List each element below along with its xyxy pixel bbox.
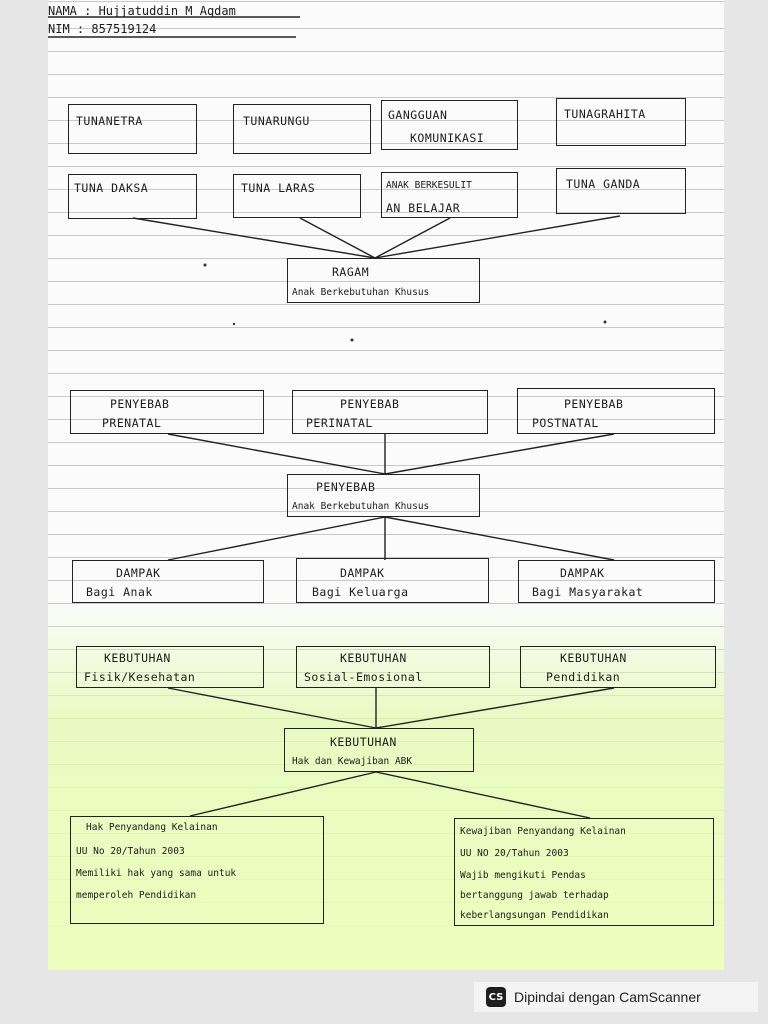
box-kebutuhan-hak-kewajiban [284,728,474,772]
label-kebutuhan-2: KEBUTUHAN [340,651,407,665]
box-ragam-abk [287,258,480,303]
label-bagi-anak: Bagi Anak [86,585,153,599]
label-penyebab-sub: Anak Berkebutuhan Khusus [292,501,430,512]
hak-line-1: Hak Penyandang Kelainan [86,822,218,833]
label-tuna-daksa: TUNA DAKSA [74,181,149,195]
box-tunagrahita [556,98,686,146]
box-tuna-laras [233,174,361,218]
notebook-page: NAMA : Hujjatuddin M Aqdam NIM : 8575191… [48,0,724,970]
box-kebutuhan-sosial [296,646,490,688]
label-bagi-keluarga: Bagi Keluarga [312,585,409,599]
label-dampak-2: DAMPAK [340,566,385,580]
label-ragam: RAGAM [332,265,370,279]
label-penyebab-center: PENYEBAB [316,480,376,494]
kewajiban-line-2: UU NO 20/Tahun 2003 [460,848,569,859]
kewajiban-line-5: keberlangsungan Pendidikan [460,910,609,921]
label-bagi-masyarakat: Bagi Masyarakat [532,585,644,599]
label-tunagrahita: TUNAGRAHITA [564,107,646,121]
kewajiban-line-1: Kewajiban Penyandang Kelainan [460,826,626,837]
label-tunarungu: TUNARUNGU [243,114,310,128]
camscanner-logo-icon: CS [486,987,506,1007]
box-dampak-keluarga [296,558,489,603]
box-penyebab-prenatal [70,390,264,434]
label-postnatal: POSTNATAL [532,416,599,430]
box-kebutuhan-fisik [76,646,264,688]
label-anak-berkesulit: ANAK BERKESULIT [386,180,472,191]
student-nim: NIM : 857519124 [48,22,157,36]
box-hak-penyandang [70,816,324,924]
box-kesulitan-belajar [381,172,518,218]
label-kebutuhan-1: KEBUTUHAN [104,651,171,665]
label-an-belajar: AN BELAJAR [386,201,461,215]
label-tuna-ganda: TUNA GANDA [566,177,641,191]
label-fisik-kesehatan: Fisik/Kesehatan [84,670,196,684]
box-tuna-daksa [68,174,197,219]
label-dampak-1: DAMPAK [116,566,161,580]
box-dampak-anak [72,560,264,603]
label-dampak-3: DAMPAK [560,566,605,580]
label-kebutuhan-center: KEBUTUHAN [330,735,397,749]
box-penyebab-abk [287,474,480,517]
label-penyebab-1: PENYEBAB [110,397,170,411]
camscanner-text: Dipindai dengan CamScanner [514,989,701,1005]
box-tunanetra [68,104,197,154]
label-perinatal: PERINATAL [306,416,373,430]
hak-line-3: Memiliki hak yang sama untuk [76,868,237,879]
label-ragam-sub: Anak Berkebutuhan Khusus [292,287,430,298]
box-dampak-masyarakat [518,560,715,603]
label-tuna-laras: TUNA LARAS [241,181,316,195]
label-penyebab-3: PENYEBAB [564,397,624,411]
label-tunanetra: TUNANETRA [76,114,143,128]
label-komunikasi: KOMUNIKASI [410,131,485,145]
label-sosial-emosional: Sosial-Emosional [304,670,423,684]
box-penyebab-postnatal [517,388,715,434]
box-penyebab-perinatal [292,390,488,434]
box-kebutuhan-pendidikan [520,646,716,688]
student-name: NAMA : Hujjatuddin M Aqdam [48,4,236,18]
box-gangguan-komunikasi [381,100,518,150]
kewajiban-line-4: bertanggung jawab terhadap [460,890,609,901]
label-pendidikan: Pendidikan [546,670,621,684]
box-kewajiban-penyandang [454,818,714,926]
label-prenatal: PRENATAL [102,416,162,430]
hak-line-2: UU No 20/Tahun 2003 [76,846,185,857]
kewajiban-line-3: Wajib mengikuti Pendas [460,870,586,881]
label-kebutuhan-3: KEBUTUHAN [560,651,627,665]
camscanner-watermark: CS Dipindai dengan CamScanner [474,982,758,1012]
label-gangguan: GANGGUAN [388,108,448,122]
label-penyebab-2: PENYEBAB [340,397,400,411]
box-tuna-ganda [556,168,686,214]
box-tunarungu [233,104,371,154]
label-hak-kewajiban-abk: Hak dan Kewajiban ABK [292,756,413,767]
hak-line-4: memperoleh Pendidikan [76,890,197,901]
